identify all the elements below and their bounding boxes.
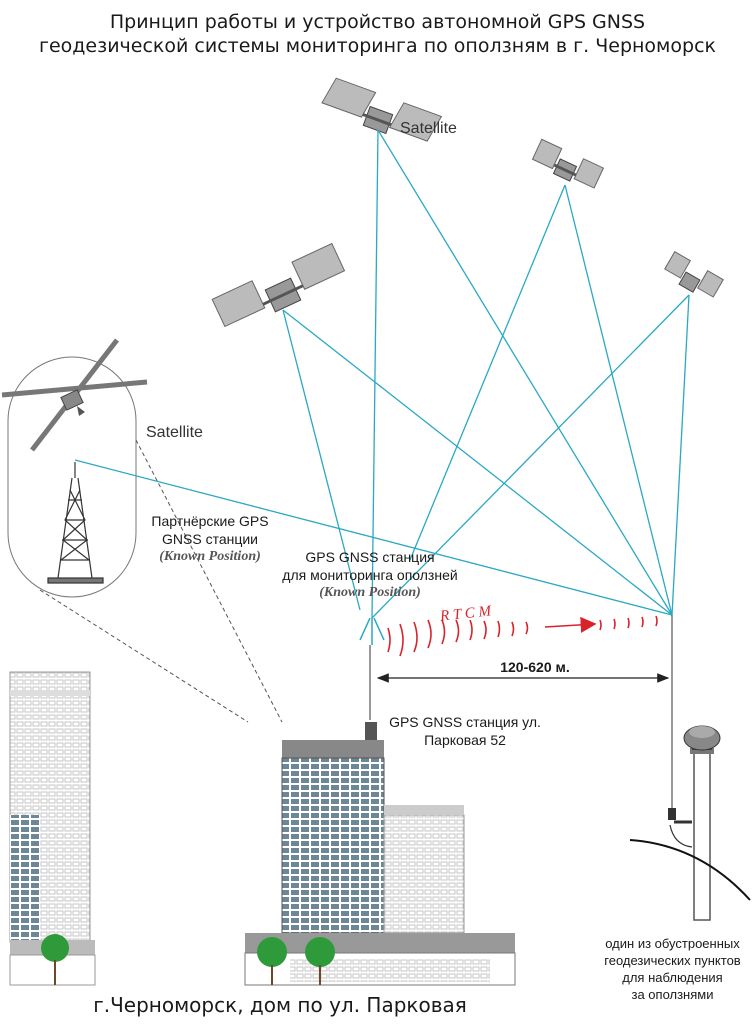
satellite-icon-2 <box>531 138 605 189</box>
distance-label: 120-620 м. <box>500 659 570 675</box>
signal-lines <box>74 129 690 619</box>
tree-icon <box>257 937 287 985</box>
satellite-icon-inset <box>1 338 148 452</box>
satellite-label-inset: Satellite <box>146 424 203 441</box>
monitoring-station-line1: GPS GNSS станция <box>305 549 435 565</box>
satellite-label-top: Satellite <box>400 120 457 137</box>
survey-point-line3: для наблюдения <box>622 970 723 985</box>
building-left <box>9 671 96 986</box>
partner-stations-line1: Партнёрские GPS <box>151 513 269 529</box>
building-central <box>244 722 516 986</box>
survey-point-line4: за оползнями <box>631 987 714 1002</box>
rtcm-waves <box>387 615 658 657</box>
building-station-label: GPS GNSS станция ул. Парковая 52 <box>380 713 550 749</box>
monitoring-antenna-icon <box>359 617 385 645</box>
monitoring-station-line2: для мониторинга оползней <box>282 567 458 583</box>
partner-stations-line2: GNSS станции <box>162 531 258 547</box>
monitoring-station-label: GPS GNSS станция для мониторинга оползне… <box>265 548 475 602</box>
survey-point-label: один из обустроенных геодезических пункт… <box>590 935 755 1003</box>
partner-station-inset <box>7 356 283 723</box>
partner-stations-known: (Known Position) <box>159 549 261 564</box>
satellite-icon-1 <box>321 77 443 142</box>
satellite-icon-3 <box>211 242 346 328</box>
tree-icon <box>41 934 69 985</box>
survey-point-line2: геодезических пунктов <box>604 953 741 968</box>
partner-stations-label: Партнёрские GPS GNSS станции (Known Posi… <box>130 512 290 566</box>
monitoring-station-known: (Known Position) <box>319 585 421 600</box>
caption: г.Черноморск, дом по ул. Парковая <box>93 993 467 1017</box>
building-station-line1: GPS GNSS станция ул. <box>389 714 541 730</box>
diagram-title-line2: геодезической системы мониторинга по опо… <box>38 35 716 57</box>
satellite-icon-4 <box>664 250 724 298</box>
building-station-line2: Парковая 52 <box>424 732 506 748</box>
survey-point-line1: один из обустроенных <box>605 936 740 951</box>
partner-tower-icon <box>47 462 104 584</box>
tree-icon <box>305 937 335 985</box>
survey-pole <box>629 615 751 921</box>
diagram-title-line1: Принцип работы и устройство автономной G… <box>109 11 646 33</box>
